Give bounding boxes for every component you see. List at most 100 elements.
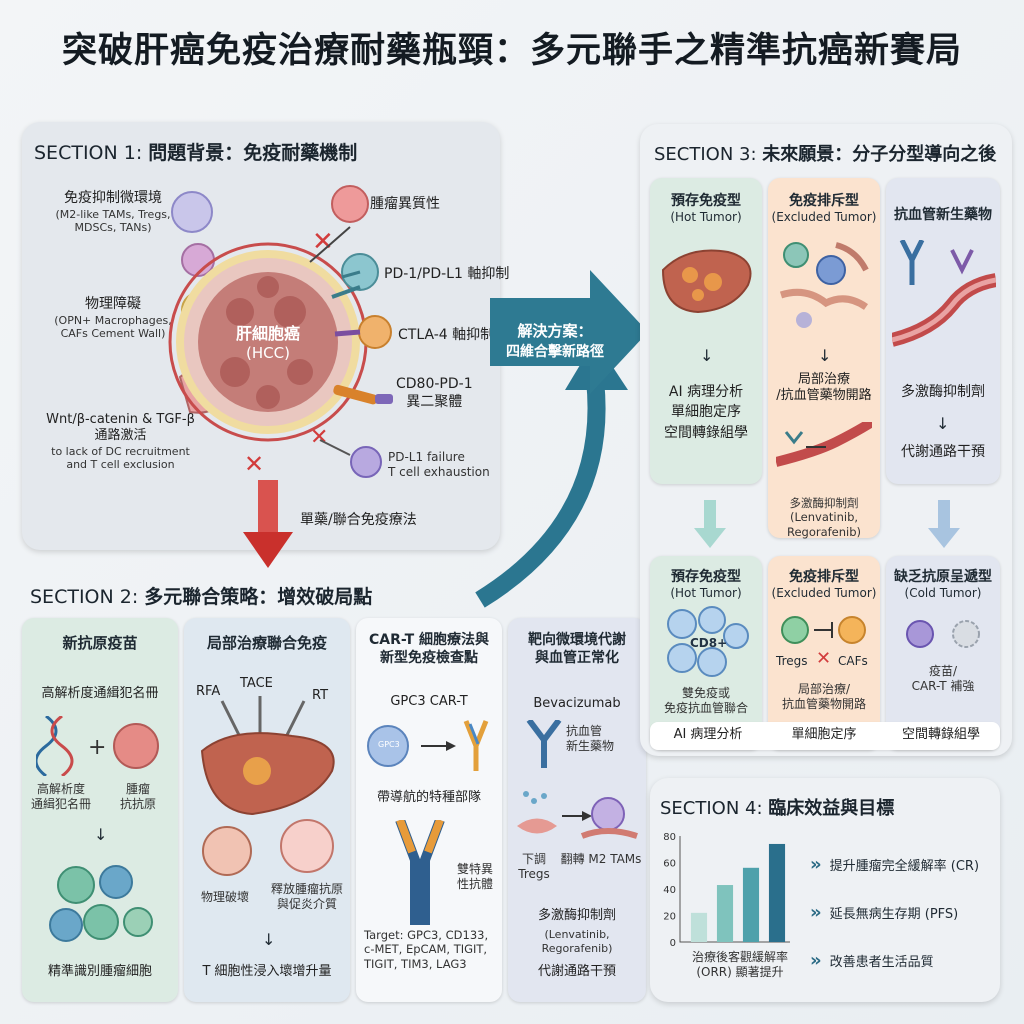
chevron-right-icon: »: [810, 901, 822, 923]
s3-bottom-2-cafs: CAFs: [838, 654, 868, 668]
s3-top-2-text: 局部治療 /抗血管藥物開路: [776, 372, 872, 404]
vessel-icon: [776, 422, 872, 467]
tregs-cafs-icon: [781, 616, 866, 644]
section1-right-item-2: PD-1/PD-L1 軸抑制: [384, 266, 510, 282]
chart-xlabel: 治療後客觀緩解率 (ORR) 顯著提升: [691, 950, 788, 979]
hcc-illustration: ✕ ✕ ✕: [168, 185, 393, 478]
cold-tumor-icon: [906, 620, 980, 648]
section2-heading: SECTION 2: 多元聯合策略：增效破局點: [30, 586, 373, 608]
orr-bar-chart: 0 20 40 60 80: [663, 832, 790, 949]
cd8-cluster-icon: [667, 606, 749, 677]
card3-guide: 帶導航的特種部隊: [376, 790, 481, 805]
exhausted-tcell-icon: [350, 446, 382, 478]
section1-left-item-3: Wnt/β-catenin & TGF-β 通路激活 to lack of DC…: [46, 412, 195, 472]
card4-title: 靶向微環境代謝 與血管正常化: [528, 632, 626, 666]
s3-top-2-text2: 多激酶抑制劑 (Lenvatinib, Regorafenib): [786, 496, 862, 539]
benefit-item-3: » 改善患者生活品質: [810, 949, 934, 971]
section1-left-item-1: 免疫抑制微環境 (M2-like TAMs, Tregs, MDSCs, TAN…: [55, 190, 171, 235]
section1-right-item-1: 腫瘤異質性: [370, 196, 440, 212]
y-tick-label: 20: [663, 912, 676, 923]
s3-top-1-head: 預存免疫型 (Hot Tumor): [670, 193, 742, 224]
section4-panel: [650, 778, 1000, 1002]
y-tick-label: 60: [663, 859, 676, 870]
chart-bar: [742, 867, 760, 942]
s3-bridge-arrow-2-icon: [928, 500, 960, 548]
card1-icons: +: [36, 716, 159, 776]
s3-bottom-2-text: 局部治療/ 抗血管藥物開路: [781, 682, 866, 711]
card4-flip: 翻轉 M2 TAMs: [560, 852, 642, 866]
solution-arrows: [475, 270, 648, 608]
s3-bridge-arrow-1-icon: [694, 500, 726, 548]
card1-down-arrow-icon: ↓: [94, 825, 108, 844]
cart-icon: [367, 720, 489, 771]
section1-down-label: 單藥/聯合免疫療法: [300, 512, 417, 528]
down-arrow-icon: [243, 480, 293, 568]
bispecific-antibody-icon: [395, 820, 445, 925]
s3-bottom-1-text: 雙免疫或 免疫抗血管聯合: [663, 686, 748, 715]
block-x-icon: ✕: [312, 227, 334, 257]
card4-bottom: 代謝通路干預: [537, 964, 616, 979]
chevron-right-icon: »: [810, 949, 822, 971]
solution-arrow-icon: [490, 270, 648, 394]
s3-bottom-2-x-icon: ✕: [816, 648, 832, 669]
s3-bottom-col-2: [768, 556, 880, 750]
section4-heading: SECTION 4: 臨床效益與目標: [660, 798, 895, 819]
card2-down-arrow-icon: ↓: [262, 930, 276, 949]
card1-title: 新抗原疫苗: [62, 634, 138, 652]
card1-sub: 高解析度通緝犯名冊: [41, 686, 159, 701]
card4-bev: Bevacizumab: [533, 696, 621, 711]
s3-bottom-col-3: [886, 556, 1000, 750]
y-tick-label: 0: [670, 938, 676, 949]
s3-bottom-2-tregs: Tregs: [776, 654, 808, 668]
s3-top-2-arrow-icon: ↓: [818, 346, 832, 365]
card3-gpc: GPC3 CAR-T: [390, 694, 468, 709]
solution-label: 解決方案： 四維合擊新路徑: [506, 322, 604, 360]
card4-tki: 多激酶抑制劑: [537, 908, 616, 923]
s3-top-2-head: 免疫排斥型 (Excluded Tumor): [771, 193, 877, 224]
antibody-icon: [463, 720, 489, 771]
heterogeneity-cell-icon: [331, 185, 369, 223]
chevron-right-icon: »: [810, 853, 822, 875]
y-tick-label: 40: [663, 885, 676, 896]
section2-card-cart: [356, 618, 502, 1002]
page-title: 突破肝癌免疫治療耐藥瓶頸：多元聯手之精準抗癌新賽局: [61, 31, 962, 71]
card2-title: 局部治療聯合免疫: [206, 634, 327, 652]
card3-target: Target: GPC3, CD133, c-MET, EpCAM, TIGIT…: [364, 928, 489, 971]
card2-a: 物理破壞: [200, 890, 249, 904]
s3-bottom-3-text: 疫苗/ CAR-T 補強: [911, 664, 975, 693]
s3-top-3-text2: 代謝通路干預: [901, 444, 985, 460]
s3-top-3-head: 抗血管新生藥物: [894, 207, 992, 223]
excluded-cells-icon: [779, 242, 869, 328]
s3-top-3-arrow-icon: ↓: [936, 414, 950, 433]
angiogenesis-icon: [892, 240, 996, 347]
s3-top-col-1: [650, 178, 762, 484]
section3-heading: SECTION 3: 未來願景：分子分型導向之後: [654, 144, 997, 165]
section1-heading: SECTION 1: 問題背景：免疫耐藥機制: [34, 142, 358, 164]
y-tick-label: 80: [663, 832, 676, 843]
ctla4-cell-icon: [358, 315, 392, 349]
card1-a: 高解析度 通緝犯名冊: [30, 782, 91, 811]
plus-icon: +: [88, 735, 106, 760]
card2-tace: TACE: [240, 676, 273, 691]
hot-liver-icon: [661, 249, 752, 314]
card4-down: 下調 Tregs: [518, 852, 550, 881]
section1-right-item-3: CTLA-4 軸抑制: [398, 327, 495, 343]
card2-rt: RT: [312, 688, 329, 703]
s3-bottom-1-cd8: CD8+: [690, 636, 728, 650]
s3-footer-3: 空間轉錄組學: [901, 727, 980, 742]
s3-top-3-text: 多激酶抑制劑: [901, 384, 985, 400]
card1-b: 腫瘤 抗抗原: [119, 782, 156, 811]
s3-bottom-2-head: 免疫排斥型 (Excluded Tumor): [771, 569, 877, 600]
s3-footer-1: AI 病理分析: [673, 727, 743, 742]
benefit-item-1: » 提升腫瘤完全緩解率 (CR): [810, 853, 980, 875]
s3-bottom-3-head: 缺乏抗原呈遞型 (Cold Tumor): [894, 569, 992, 600]
card4-anti: 抗血管 新生藥物: [566, 724, 615, 753]
mdsc-cell-icon: [171, 191, 213, 233]
tams-flip-icon: [517, 791, 638, 839]
card3-bispec: 雙特異 性抗體: [456, 862, 493, 891]
s3-footer: [650, 722, 1000, 750]
curved-arrow-icon: [475, 379, 606, 608]
card4-tki-sub: (Lenvatinib, Regorafenib): [541, 928, 613, 955]
s3-bottom-1-head: 預存免疫型 (Hot Tumor): [670, 569, 742, 600]
section1-left-item-2: 物理障礙 (OPN+ Macrophages, CAFs Cement Wall…: [54, 296, 172, 341]
